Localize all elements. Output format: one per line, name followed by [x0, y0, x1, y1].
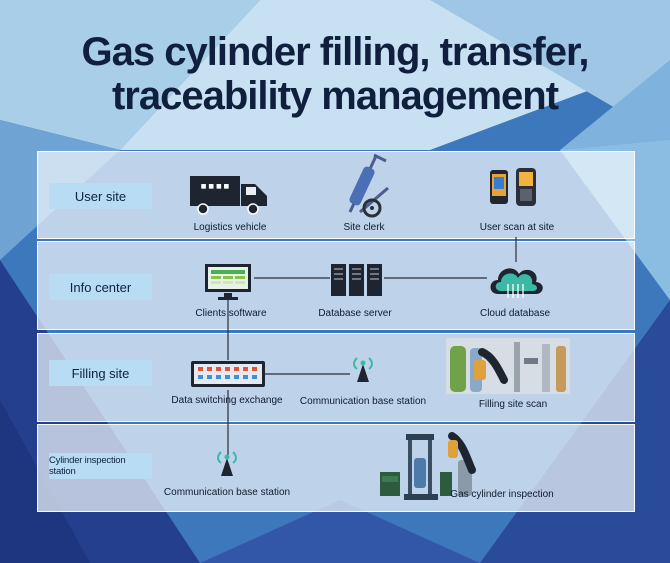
caption-logistics-vehicle: Logistics vehicle — [193, 222, 267, 233]
caption-comm-base-station-2: Communication base station — [163, 487, 291, 498]
caption-comm-base-station-1: Communication base station — [299, 396, 427, 407]
handheld-scanner-icon — [490, 168, 536, 206]
caption-database-server: Database server — [318, 308, 392, 319]
label-filling-site: Filling site — [49, 360, 152, 386]
caption-data-switching: Data switching exchange — [171, 395, 283, 406]
truck-icon: ■ ■ ■ ■ — [190, 176, 267, 215]
caption-user-scan: User scan at site — [479, 222, 555, 233]
caption-filling-site-scan: Filling site scan — [478, 399, 548, 410]
caption-site-clerk: Site clerk — [343, 222, 385, 233]
antenna-icon — [217, 451, 237, 476]
caption-clients-software: Clients software — [195, 308, 267, 319]
server-icon — [331, 264, 382, 296]
filling-site-photo — [446, 338, 570, 394]
antenna-icon — [353, 357, 373, 382]
monitor-icon — [205, 264, 251, 300]
inspection-machine-photo — [380, 434, 472, 500]
svg-text:■ ■ ■ ■: ■ ■ ■ ■ — [201, 183, 230, 190]
label-info-center: Info center — [49, 274, 152, 300]
label-user-site: User site — [49, 183, 152, 209]
switch-icon — [191, 361, 265, 387]
title-line-1: Gas cylinder filling, transfer, — [81, 30, 590, 74]
caption-cloud-database: Cloud database — [479, 308, 551, 319]
handheld-reader-icon — [448, 432, 476, 474]
caption-gas-cylinder-inspection: Gas cylinder inspection — [450, 489, 554, 500]
title-line-2: traceability management — [111, 74, 559, 118]
label-inspection-station: Cylinder inspection station — [49, 453, 152, 479]
cloud-icon — [490, 268, 543, 298]
hand-truck-icon — [348, 153, 389, 218]
